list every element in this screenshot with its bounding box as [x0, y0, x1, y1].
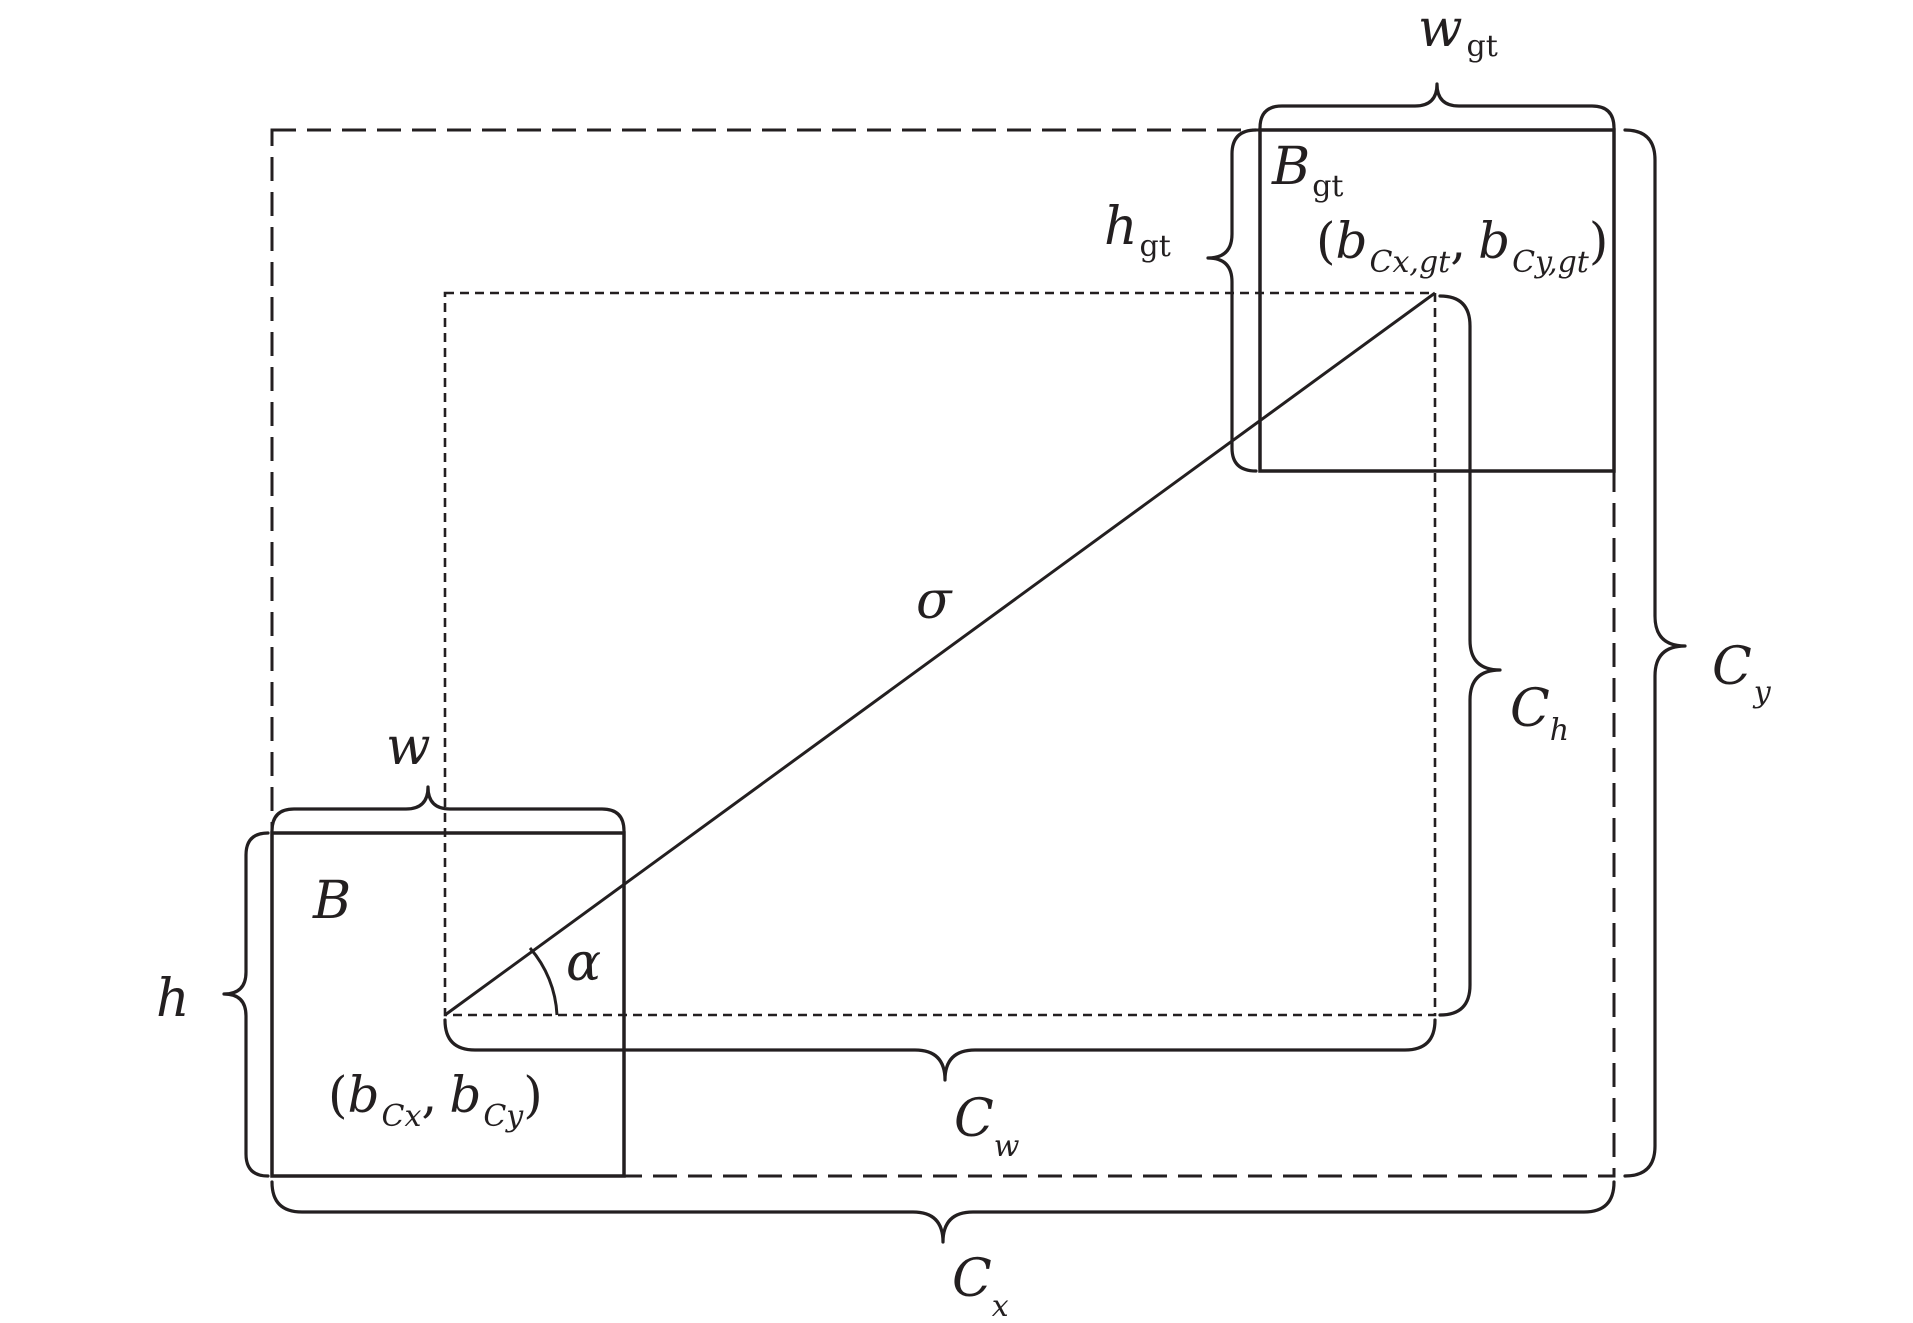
brace-c-h [1438, 294, 1502, 1017]
label-c-w: Cw [954, 1089, 1020, 1164]
label-b-gt: Bgt [1271, 137, 1343, 204]
brace-w [270, 785, 626, 833]
label-sigma: σ [916, 571, 953, 631]
label-center: (bCx,bCy) [328, 1066, 543, 1134]
brace-c-y [1623, 128, 1687, 1178]
label-c-h: Ch [1510, 679, 1569, 748]
brace-h [222, 831, 270, 1178]
predicted-box [270, 831, 626, 1178]
label-center-gt: (bCx,gt,bCy,gt) [1316, 212, 1608, 280]
ground-truth-box [1258, 128, 1616, 473]
label-b: B [312, 871, 351, 931]
label-w: w [386, 717, 431, 777]
center-distance-line [444, 291, 1436, 1017]
brace-c-x [270, 1180, 1616, 1244]
brace-c-w [443, 1018, 1437, 1082]
label-h-gt: hgt [1104, 197, 1171, 264]
label-h: h [156, 969, 190, 1029]
label-alpha: α [566, 933, 601, 993]
brace-h-gt [1206, 128, 1258, 473]
label-c-y: Cy [1712, 637, 1772, 710]
brace-w-gt [1258, 82, 1616, 130]
enclosing-box [270, 128, 1616, 1178]
center-span-box [443, 291, 1437, 1017]
label-c-x: Cx [952, 1249, 1009, 1323]
angle-arc [528, 947, 559, 1016]
